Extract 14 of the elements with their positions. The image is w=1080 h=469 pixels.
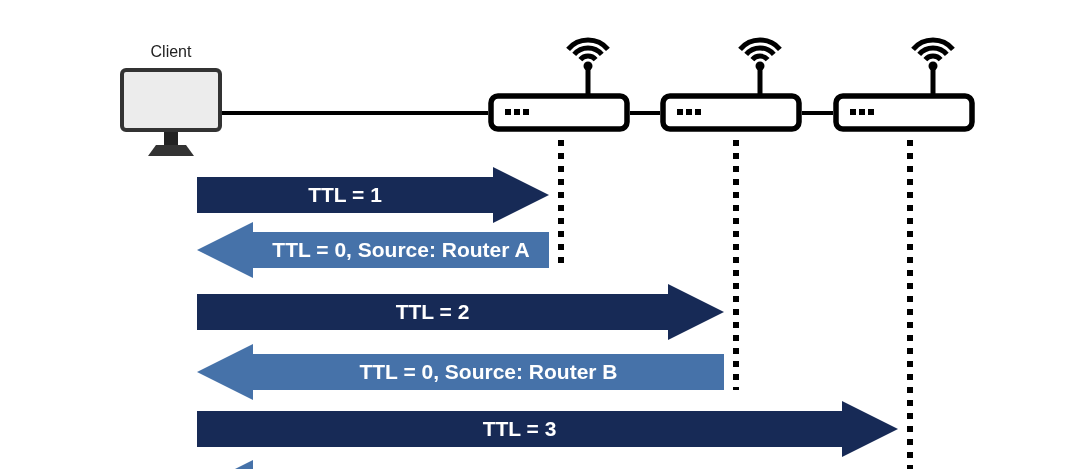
block-arrow <box>197 167 549 223</box>
block-arrow <box>197 344 724 400</box>
block-arrow <box>197 222 549 278</box>
node-label: Client <box>149 42 193 62</box>
edge-label: TTL = 1 <box>308 184 382 206</box>
cable-line <box>222 111 488 115</box>
block-arrow <box>197 284 724 340</box>
edge-label: TTL = 3 <box>482 418 557 440</box>
edge-label: TTL = 0, Source: Router A <box>272 239 530 261</box>
edge-label: TTL = 2 <box>395 301 470 323</box>
cable-line <box>630 111 660 115</box>
block-arrow <box>197 401 898 457</box>
edge-label: TTL = 0, Source: Router B <box>359 361 618 383</box>
cable-line <box>802 111 833 115</box>
